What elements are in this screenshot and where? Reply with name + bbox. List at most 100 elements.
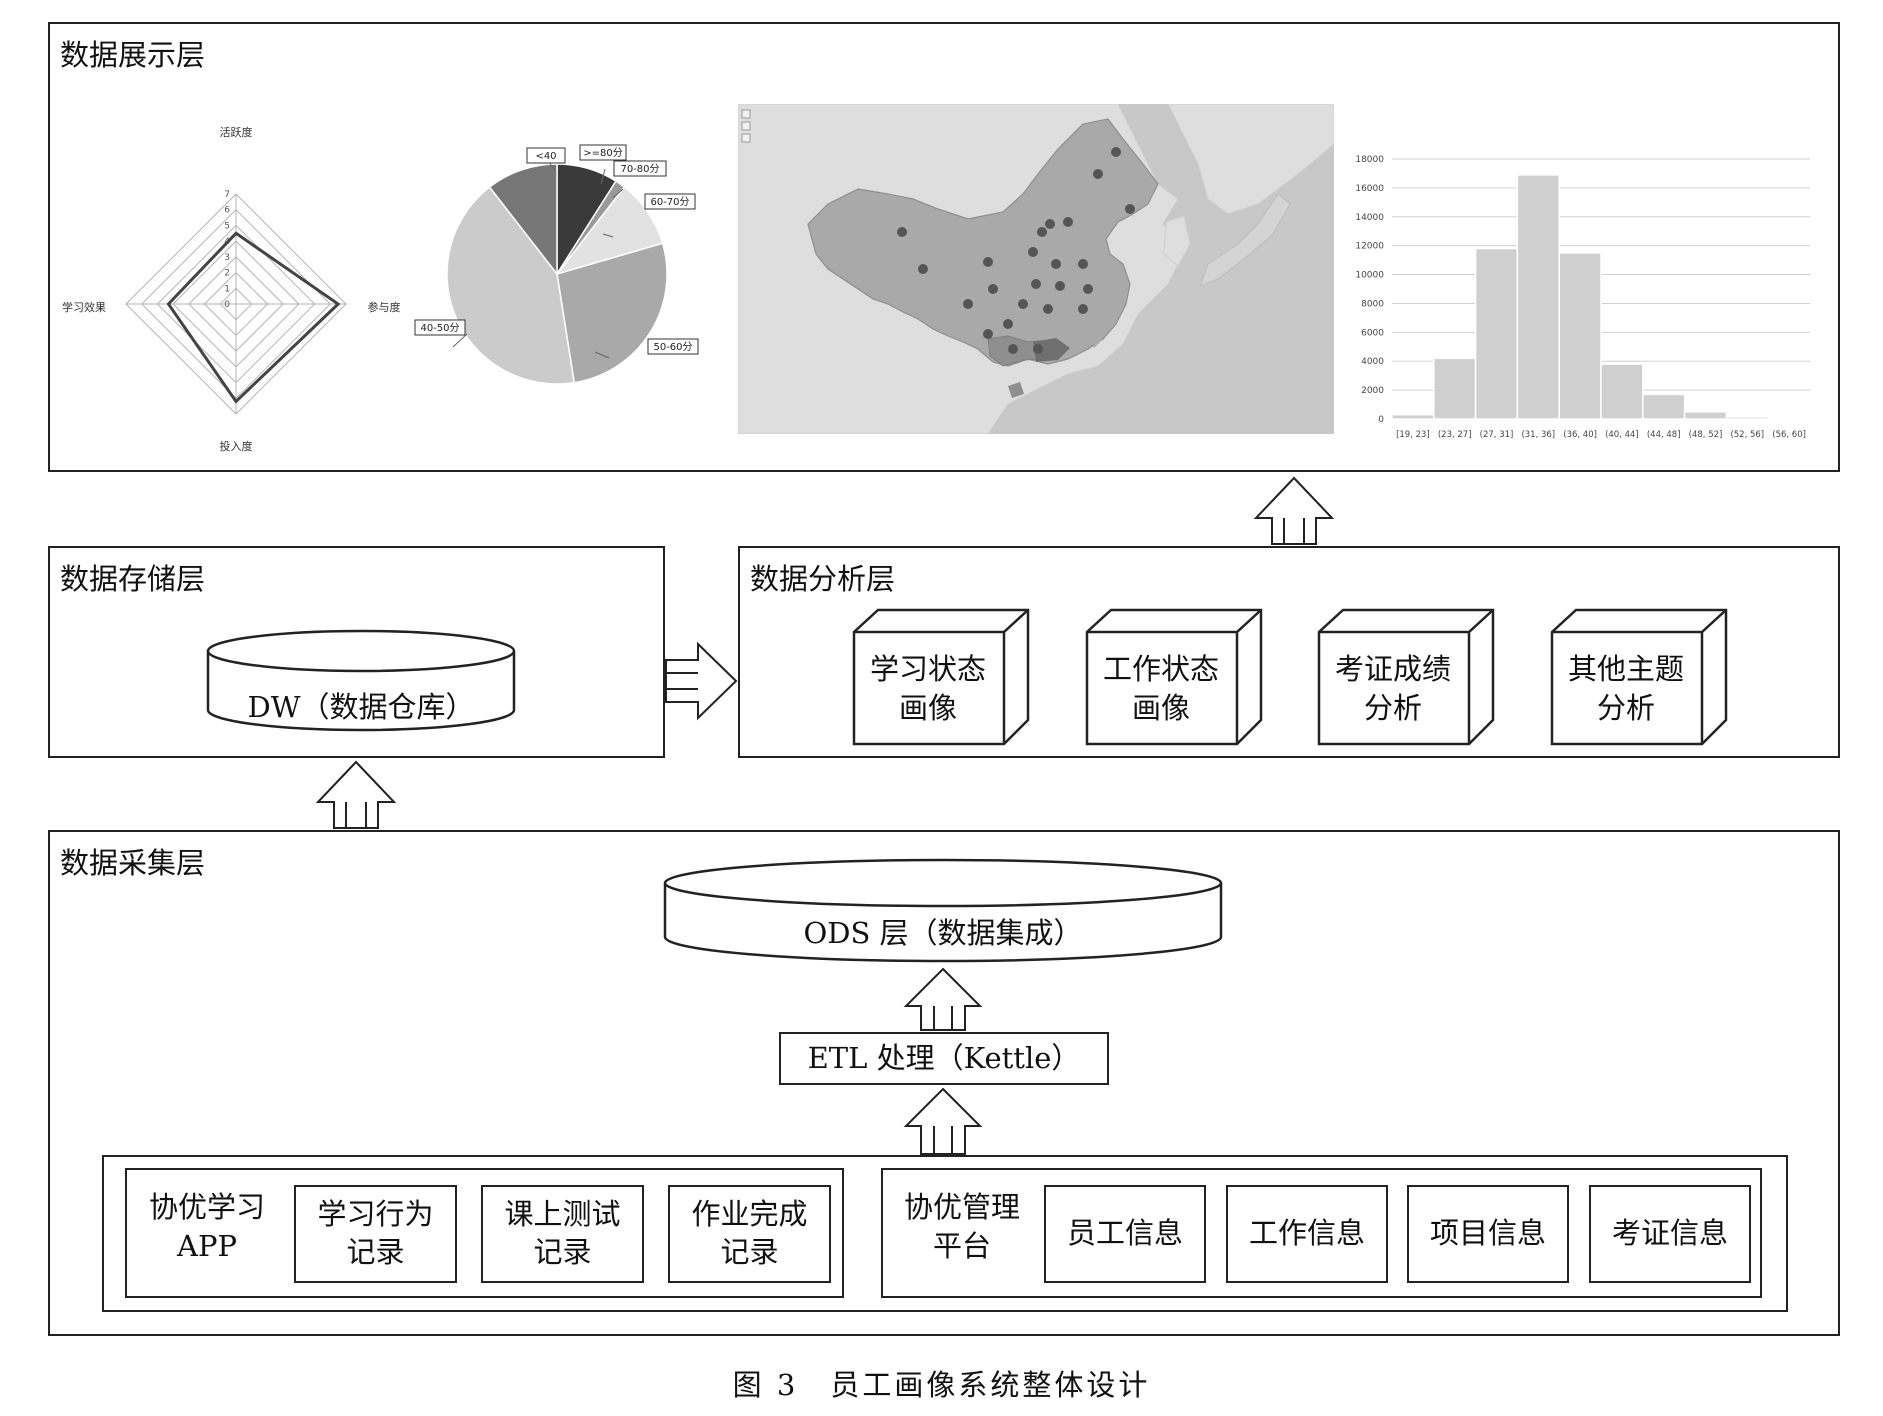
map-taiwan — [1090, 324, 1102, 348]
histogram-x-tick: (40, 44] — [1605, 430, 1639, 440]
histogram-bar — [1725, 416, 1769, 420]
map-marker — [983, 257, 993, 267]
map-hainan — [1008, 382, 1024, 398]
histogram-x-tick: (44, 48] — [1647, 430, 1681, 440]
radar-axis-label-left: 学习效果 — [62, 300, 106, 314]
pie-label-ge80: >=80分 — [583, 147, 622, 159]
map-marker — [1003, 319, 1013, 329]
app-item-homework: 作业完成记录 — [668, 1185, 831, 1283]
platform-item-employee-info: 员工信息 — [1044, 1185, 1206, 1283]
histogram-y-tick: 14000 — [1355, 213, 1384, 223]
platform-item-work-info: 工作信息 — [1226, 1185, 1388, 1283]
histogram-y-tick: 0 — [1378, 415, 1384, 425]
map-marker — [1051, 259, 1061, 269]
map-marker — [1045, 219, 1055, 229]
radar-grid — [125, 193, 347, 415]
histogram-y-tick: 2000 — [1361, 386, 1384, 396]
platform-item-project-info: 项目信息 — [1407, 1185, 1569, 1283]
collection-layer-title: 数据采集层 — [60, 846, 206, 880]
dw-database-cylinder — [206, 629, 516, 732]
china-map — [738, 104, 1334, 434]
up-arrow-collection-to-storage — [315, 760, 397, 829]
map-marker — [1093, 169, 1103, 179]
pie-label-70-80: 70-80分 — [620, 163, 659, 175]
radar-scale-tick: 6 — [224, 206, 230, 216]
radar-scale-tick: 5 — [224, 221, 230, 231]
etl-process-box: ETL 处理（Kettle） — [779, 1032, 1109, 1085]
histogram-x-tick: (31, 36] — [1521, 430, 1555, 440]
map-marker — [1043, 304, 1053, 314]
storage-layer: 数据存储层 DW（数据仓库） — [48, 546, 665, 758]
histogram-x-tick: (36, 40] — [1563, 430, 1597, 440]
histogram-bar — [1474, 247, 1519, 420]
up-arrow-analysis-to-display — [1253, 476, 1335, 545]
cube-cert-score-analysis — [1317, 608, 1495, 746]
radar-scale-tick: 7 — [224, 190, 230, 200]
map-marker — [918, 264, 928, 274]
map-marker — [1083, 284, 1093, 294]
map-marker — [988, 284, 998, 294]
map-marker — [1063, 217, 1073, 227]
histogram-y-tick: 4000 — [1361, 357, 1384, 367]
histogram-x-tick: [19, 23] — [1396, 430, 1430, 440]
histogram-x-tick: (27, 31] — [1480, 430, 1514, 440]
up-arrow-sources-to-etl — [903, 1087, 983, 1155]
histogram-bar — [1600, 363, 1644, 420]
map-korea — [1163, 215, 1191, 267]
map-marker — [1031, 279, 1041, 289]
map-zoom-controls[interactable] — [741, 109, 751, 143]
cube-other-topic-analysis-label: 其他主题分析 — [1567, 651, 1684, 725]
histogram-y-tick: 12000 — [1355, 242, 1384, 252]
ods-label: ODS 层（数据集成） — [803, 916, 1083, 950]
map-markers — [897, 147, 1135, 354]
map-marker — [1008, 344, 1018, 354]
pie-label-60-70: 60-70分 — [650, 196, 689, 208]
pie-chart: <40 >=80分 70-80分 60-70分 50-60分 40-50分 — [414, 144, 699, 385]
map-marker — [1078, 304, 1088, 314]
histogram-x-tick: (52, 56] — [1730, 430, 1764, 440]
pie-slices — [446, 163, 668, 385]
map-land-east — [1167, 104, 1334, 215]
radar-axis-label-right: 参与度 — [368, 300, 401, 314]
map-china-south-darker — [1033, 338, 1070, 362]
histogram-y-tick: 16000 — [1355, 184, 1384, 194]
right-arrow-storage-to-analysis — [665, 641, 738, 721]
histogram-x-ticks: [19, 23](23, 27](27, 31](31, 36](36, 40]… — [1396, 430, 1806, 440]
app-item-learning-behavior: 学习行为记录 — [294, 1185, 457, 1283]
pie-leaders — [452, 159, 624, 359]
radar-scale-tick: 3 — [224, 253, 230, 263]
map-marker — [1078, 259, 1088, 269]
pie-label-40-50: 40-50分 — [420, 322, 459, 334]
dw-label: DW（数据仓库） — [247, 690, 475, 724]
histogram-y-tick: 6000 — [1361, 328, 1384, 338]
cube-work-portrait-label: 工作状态画像 — [1102, 651, 1219, 725]
map-marker — [1125, 204, 1135, 214]
map-china-region — [807, 118, 1159, 367]
map-marker — [1028, 247, 1038, 257]
histogram-y-tick: 10000 — [1355, 271, 1384, 281]
histogram-bars — [1391, 174, 1811, 420]
cube-learning-portrait-label: 学习状态画像 — [869, 651, 986, 725]
pie-slice — [556, 242, 668, 384]
histogram-bar — [1558, 252, 1602, 420]
histogram-x-tick: (56, 60] — [1772, 430, 1806, 440]
pie-label-lt40: <40 — [535, 151, 556, 162]
histogram-y-tick: 8000 — [1361, 299, 1384, 309]
up-arrow-etl-to-ods — [903, 967, 983, 1031]
app-item-class-test: 课上测试记录 — [481, 1185, 644, 1283]
histogram-bar — [1391, 413, 1435, 420]
histogram-chart: 0200040006000800010000120001400016000180… — [1355, 155, 1811, 440]
histogram-bar — [1642, 393, 1686, 420]
radar-scale-tick: 0 — [224, 300, 230, 310]
ods-database-cylinder — [663, 858, 1223, 963]
map-marker — [983, 329, 993, 339]
histogram-y-ticks: 0200040006000800010000120001400016000180… — [1355, 155, 1384, 425]
radar-axis-label-bottom: 投入度 — [220, 439, 253, 453]
map-marker — [1037, 227, 1047, 237]
map-marker — [1018, 299, 1028, 309]
radar-scale-tick: 1 — [224, 284, 230, 294]
display-layer-title: 数据展示层 — [60, 38, 206, 72]
